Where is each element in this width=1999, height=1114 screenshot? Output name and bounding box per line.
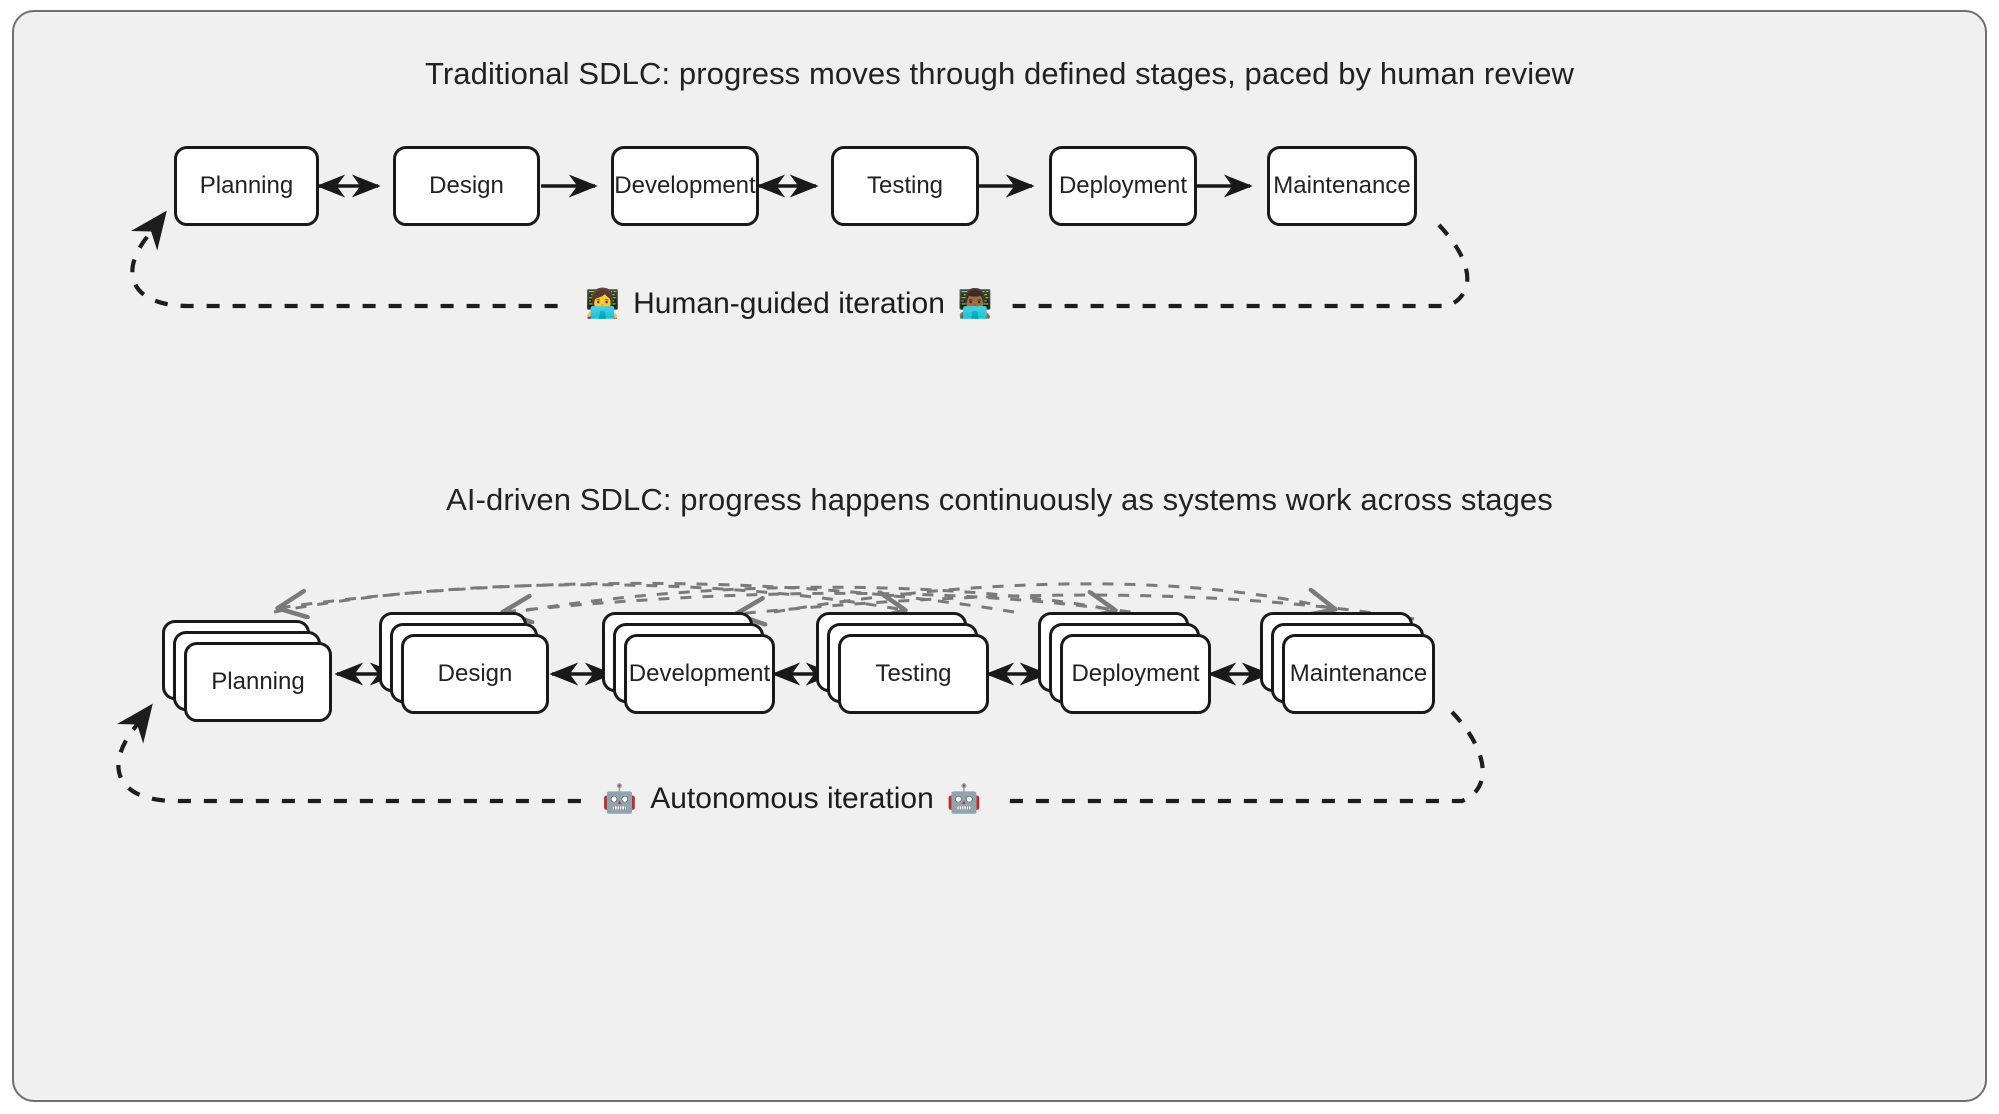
traditional-connectors-layer	[130, 174, 1470, 309]
stage-box-traditional-design[interactable]: Design	[393, 146, 540, 226]
loop-caption-text: Human-guided iteration	[633, 287, 945, 320]
parallel-arc-6	[773, 582, 1334, 612]
traditional-section-title: Traditional SDLC: progress moves through…	[424, 56, 1575, 91]
autonomous-iteration-caption: 🤖 Autonomous iteration 🤖	[586, 782, 998, 816]
stage-label: Design	[429, 172, 504, 199]
stage-label: Design	[437, 660, 513, 687]
man-technologist-icon: 👨🏾‍💻	[957, 288, 993, 319]
parallel-arc-4	[273, 583, 904, 612]
stage-label: Maintenance	[1273, 172, 1411, 199]
stack-layer-front[interactable]: Deployment	[1060, 634, 1211, 714]
stage-box-traditional-planning[interactable]: Planning	[174, 146, 319, 226]
diagram-canvas: Traditional SDLC: progress moves through…	[12, 10, 1987, 1102]
stage-stack-ai-maintenance[interactable]: Maintenance	[1260, 612, 1440, 717]
loop-caption-text: Autonomous iteration	[650, 782, 934, 815]
stage-stack-ai-deployment[interactable]: Deployment	[1038, 612, 1216, 717]
stage-label: Planning	[199, 172, 294, 199]
stack-layer-front[interactable]: Maintenance	[1282, 634, 1435, 714]
stage-label: Deployment	[1071, 660, 1200, 687]
stage-box-traditional-maintenance[interactable]: Maintenance	[1267, 146, 1417, 226]
stage-label: Development	[628, 660, 771, 687]
stage-stack-ai-development[interactable]: Development	[602, 612, 780, 717]
parallel-arc-1	[279, 581, 1015, 612]
stack-layer-front[interactable]: Development	[624, 634, 775, 714]
parallel-arc-5	[503, 585, 1114, 614]
stage-label: Testing	[875, 660, 952, 687]
stage-label: Maintenance	[1289, 660, 1428, 687]
stage-stack-ai-testing[interactable]: Testing	[816, 612, 994, 717]
stack-layer-front[interactable]: Planning	[184, 642, 332, 722]
stage-box-traditional-testing[interactable]: Testing	[831, 146, 979, 226]
stage-stack-ai-planning[interactable]: Planning	[162, 620, 337, 725]
stack-layer-front[interactable]: Design	[401, 634, 549, 714]
robot-icon-left: 🤖	[602, 783, 638, 814]
robot-icon-right: 🤖	[946, 783, 982, 814]
stage-label: Development	[614, 172, 756, 199]
stage-box-traditional-development[interactable]: Development	[611, 146, 759, 226]
stage-label: Testing	[866, 172, 944, 199]
stage-box-traditional-deployment[interactable]: Deployment	[1049, 146, 1197, 226]
woman-technologist-icon: 👩‍💻	[585, 288, 621, 319]
human-guided-feedback-loop	[130, 210, 1470, 309]
ai-driven-section-title: AI-driven SDLC: progress happens continu…	[446, 482, 1553, 517]
ai-driven-connectors-layer	[116, 581, 1485, 804]
stage-label: Deployment	[1058, 172, 1188, 199]
human-guided-iteration-caption: 👩‍💻 Human-guided iteration 👨🏾‍💻	[569, 287, 1009, 321]
stage-label: Planning	[211, 668, 305, 695]
stage-stack-ai-design[interactable]: Design	[379, 612, 554, 717]
stack-layer-front[interactable]: Testing	[838, 634, 989, 714]
